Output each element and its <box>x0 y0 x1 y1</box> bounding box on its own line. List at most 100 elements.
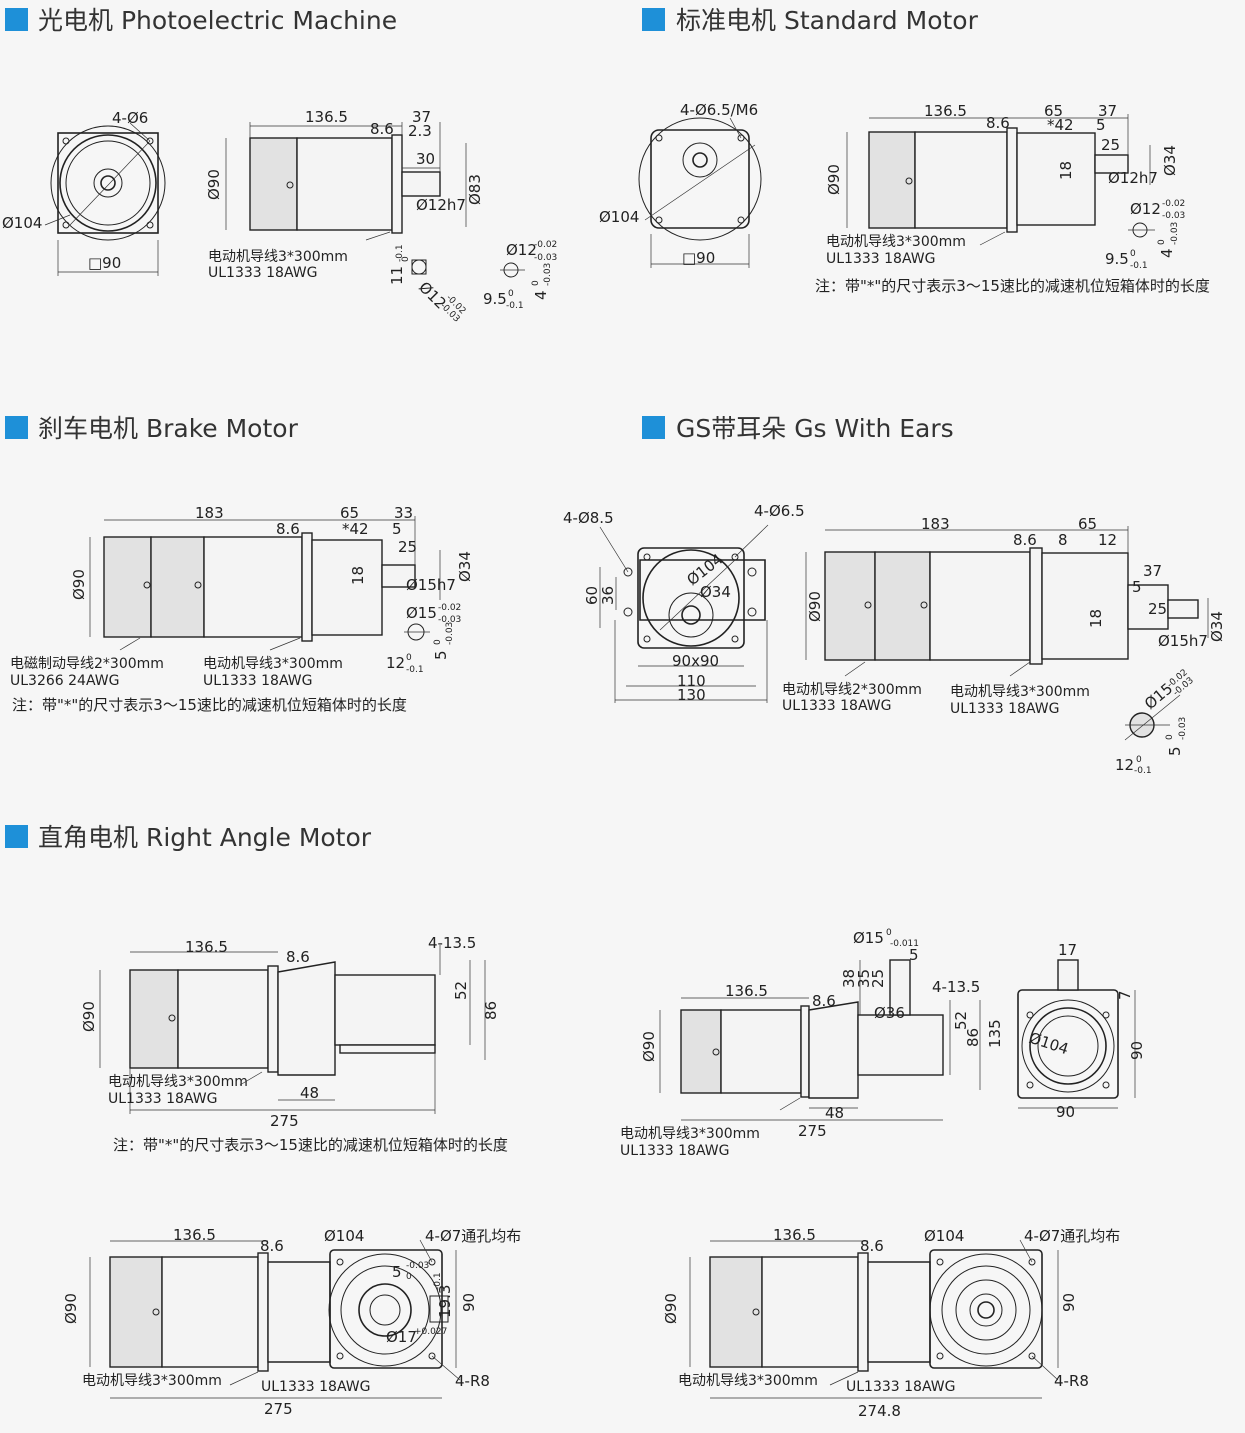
leader-line <box>659 559 736 631</box>
section-title-brake: 刹车电机 Brake Motor <box>5 414 299 443</box>
ear-hole <box>623 567 633 577</box>
dia104-label: Ø104 <box>599 208 639 226</box>
title-square-icon <box>5 416 28 439</box>
dim-label: 65 <box>1078 515 1097 533</box>
tol-label: -0.1 <box>1134 766 1152 776</box>
tol-label: -0.02 <box>1162 199 1185 209</box>
right-angle-b-view: Ø15 0 -0.011 5 38 35 25 Ø36 136.5 8.6 4-… <box>620 928 1004 1159</box>
end-cap <box>709 1256 763 1368</box>
screw <box>143 581 151 589</box>
gear-head <box>267 1261 331 1363</box>
shaft-label: Ø12h7 <box>416 196 466 214</box>
dim-label: 8.6 <box>986 114 1010 132</box>
dim-label: 90 <box>1056 1103 1075 1121</box>
dim-label: 65 <box>340 504 359 522</box>
wire-label: UL1333 18AWG <box>108 1091 217 1107</box>
bolt-hole <box>643 635 651 643</box>
ear-hole <box>623 607 633 617</box>
tol-label: 0 <box>433 639 443 645</box>
dim-label: 12 <box>1098 531 1117 549</box>
dim-label: 275 <box>798 1122 827 1140</box>
motor-body <box>296 137 393 231</box>
ears-side-view: 183 8.6 8 65 12 37 5 25 18 Ø34 Ø15h7 Ø90… <box>782 515 1226 717</box>
tol-label: -0.1 <box>395 244 405 262</box>
section-title-ears: GS带耳朵 Gs With Ears <box>642 414 954 443</box>
dim-label: 274.8 <box>858 1402 901 1420</box>
length-label: 136.5 <box>305 108 348 126</box>
wire-label: 电动机导线3*300mm <box>108 1074 248 1090</box>
dim-label: Ø104 <box>924 1227 964 1245</box>
dim-label: 12 <box>386 654 405 672</box>
dim-label: 65 <box>1044 102 1063 120</box>
gear-housing <box>857 1014 944 1076</box>
shaft-section <box>411 259 427 275</box>
tol-label: -0.1 <box>506 301 524 311</box>
wire-leader <box>779 1097 801 1111</box>
bolt-hole <box>936 1352 944 1360</box>
motor-body <box>914 131 1008 229</box>
wire-label: UL1333 18AWG <box>846 1379 955 1395</box>
leader-line <box>44 214 71 226</box>
bolt-hole <box>737 216 745 224</box>
brake-cap <box>824 551 876 661</box>
dim-label: 38 <box>840 969 858 988</box>
bolt-hole <box>1026 1081 1034 1089</box>
dim-label: 60 <box>583 586 601 605</box>
photoelectric-side-view: 136.5 8.6 37 2.3 30 Ø12h7 Ø90 Ø83 电动机导线3… <box>205 108 484 281</box>
shaft-label: Ø15h7 <box>406 576 456 594</box>
inner-circle <box>65 140 151 226</box>
wire-leader <box>119 637 141 651</box>
screw <box>168 1014 176 1022</box>
dim-label: Ø83 <box>466 174 484 205</box>
dim-label: 52 <box>452 981 470 1000</box>
title-text: 直角电机 Right Angle Motor <box>38 823 372 852</box>
screw <box>920 601 928 609</box>
tol-label: -0.1 <box>433 1272 443 1290</box>
brake-wire-label: 电磁制动导线2*300mm <box>10 656 164 672</box>
flange <box>800 1005 810 1098</box>
flange <box>301 532 313 642</box>
title-text: 光电机 Photoelectric Machine <box>38 6 397 35</box>
bolt-hole <box>1028 1258 1036 1266</box>
tol-label: -0.011 <box>890 939 919 949</box>
tol-label: 0 <box>1130 249 1136 259</box>
dim-label: 5 <box>392 1263 402 1281</box>
dim-label: 5 <box>1096 116 1106 134</box>
bolt-hole <box>731 635 739 643</box>
tol-label: -0.03 <box>438 615 461 625</box>
screw <box>194 581 202 589</box>
leader-line <box>1124 694 1181 741</box>
shaft <box>381 564 416 588</box>
title-square-icon <box>5 825 28 848</box>
dim-label: Ø15 <box>406 604 437 622</box>
flange-circle <box>328 1253 442 1367</box>
pilot-circle <box>59 134 157 232</box>
wire-label: 电动机导线3*300mm <box>208 249 348 265</box>
standard-shaft-section: Ø12 -0.02 -0.03 9.5 0 -0.1 4 0 -0.03 <box>1105 199 1185 271</box>
standard-note: 注：带"*"的尺寸表示3～15速比的减速机位短箱体时的长度 <box>815 277 1210 295</box>
dim-label: Ø90 <box>825 164 843 195</box>
flange <box>857 1252 869 1372</box>
motor-body <box>761 1256 859 1368</box>
brake-wire-label: UL3266 24AWG <box>10 673 119 689</box>
tol-label: -0.03 <box>1162 211 1185 221</box>
bolt-hole <box>643 553 651 561</box>
bolt-hole <box>146 137 154 145</box>
right-angle-a-view: 136.5 8.6 4-13.5 52 86 Ø90 48 275 电动机导线3… <box>80 934 508 1154</box>
dim-label: 5 <box>392 520 402 538</box>
flange <box>1006 127 1018 233</box>
dim-label: 17 <box>1058 941 1077 959</box>
dim-label: 18 <box>349 566 367 585</box>
wire-label: 电动机导线3*300mm <box>82 1373 222 1389</box>
inner-circle <box>1037 1015 1099 1077</box>
leader-line <box>644 144 756 221</box>
dim-label: 8.6 <box>260 1237 284 1255</box>
dim-label: 33 <box>394 504 413 522</box>
tol-label: 0 <box>406 1272 412 1282</box>
ears-front-view: 4-Ø8.5 4-Ø6.5 Ø104 Ø34 60 36 90x90 110 1… <box>563 502 805 704</box>
gearbox <box>1016 132 1096 226</box>
dim-label: Ø90 <box>806 591 824 622</box>
section-title-right-angle: 直角电机 Right Angle Motor <box>5 823 372 852</box>
